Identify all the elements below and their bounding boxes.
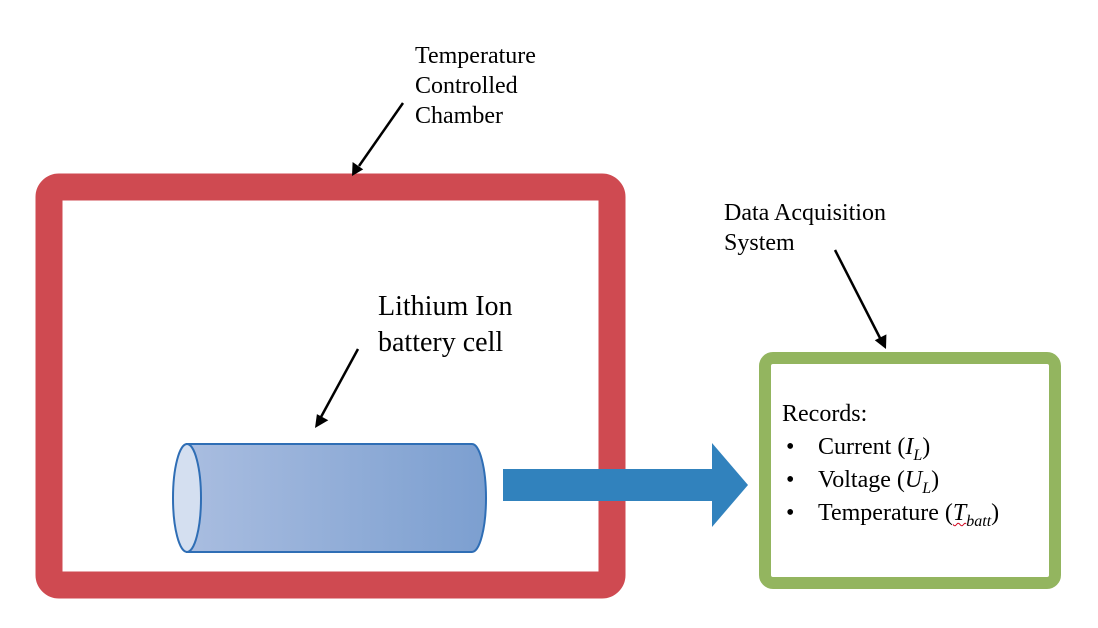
bullet: • (786, 500, 795, 526)
records-panel: Records: • Current (IL) • Voltage (UL) •… (782, 398, 999, 530)
daq-callout-arrow (833, 249, 887, 349)
chamber-callout-arrow (352, 102, 405, 176)
records-item-voltage: • Voltage (UL) (782, 464, 999, 497)
record-symbol-group: Tbatt (952, 500, 991, 530)
battery-cell (172, 443, 487, 553)
daq-label: Data Acquisition System (724, 198, 886, 258)
records-item-temperature: • Temperature (Tbatt) (782, 497, 999, 530)
records-heading: Records: (782, 401, 868, 427)
chamber-label-line: Controlled (415, 73, 518, 99)
record-symbol: T (952, 500, 967, 526)
record-name: Current (818, 434, 892, 460)
data-acquisition-box (759, 352, 1061, 589)
battery-callout-arrow (315, 348, 360, 428)
battery-label-line: battery cell (378, 327, 504, 358)
chamber-label-line: Temperature (415, 43, 536, 69)
chamber-label-line: Chamber (415, 103, 503, 129)
bullet: • (786, 434, 795, 460)
chamber-label: Temperature Controlled Chamber (415, 41, 536, 131)
daq-label-line: Data Acquisition (724, 200, 886, 226)
record-name: Voltage (818, 467, 891, 493)
battery-cell-body (186, 443, 487, 553)
record-subscript: batt (966, 513, 992, 530)
record-name: Temperature (818, 500, 939, 526)
records-item-current: • Current (IL) (782, 431, 999, 464)
battery-cell-end-cap (172, 443, 202, 553)
data-flow-arrow (503, 443, 748, 527)
record-symbol: I (905, 434, 914, 460)
temperature-chamber-box (35, 173, 626, 599)
battery-label-line: Lithium Ion (378, 291, 513, 322)
daq-label-line: System (724, 230, 795, 256)
bullet: • (786, 467, 795, 493)
record-subscript: L (913, 447, 923, 464)
battery-label: Lithium Ion battery cell (378, 289, 513, 361)
record-symbol: U (904, 467, 923, 493)
record-subscript: L (922, 480, 932, 497)
